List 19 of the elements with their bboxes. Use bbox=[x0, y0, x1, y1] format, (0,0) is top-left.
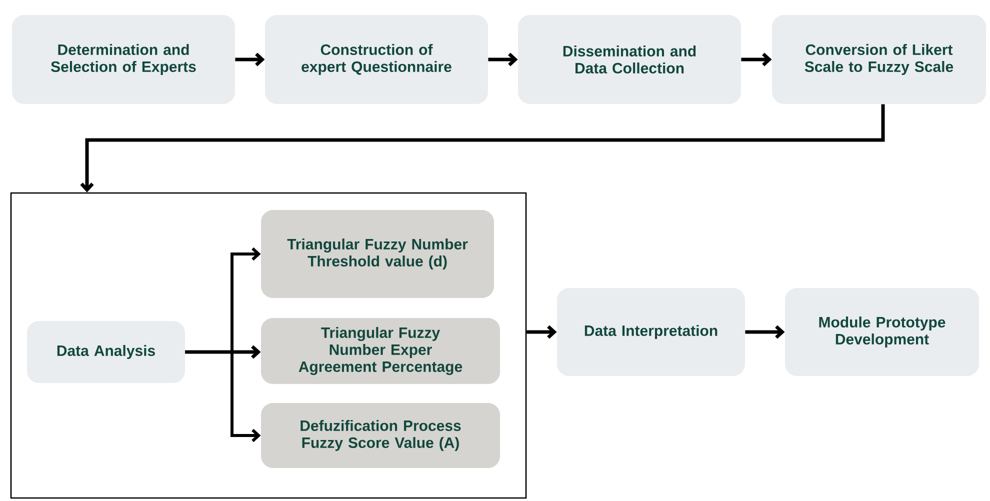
process-box: Conversion of Likert Scale to Fuzzy Scale bbox=[772, 15, 986, 104]
arrow bbox=[488, 52, 518, 66]
method-box: Triangular Fuzzy Number Exper Agreement Percentage bbox=[261, 318, 500, 384]
process-box: Data Analysis bbox=[27, 321, 185, 383]
arrow bbox=[745, 325, 785, 339]
process-box: Module Prototype Development bbox=[785, 288, 979, 376]
arrow bbox=[185, 350, 261, 442]
arrow bbox=[741, 52, 772, 66]
method-box: Triangular Fuzzy Number Threshold value (d) bbox=[261, 210, 494, 298]
group-frame bbox=[10, 192, 527, 499]
arrow bbox=[80, 104, 885, 192]
method-box: Defuzification Process Fuzzy Score Value (A) bbox=[261, 403, 500, 468]
process-box: Dissemination and Data Collection bbox=[518, 15, 741, 104]
arrow bbox=[185, 345, 261, 359]
arrow bbox=[526, 325, 557, 339]
process-box: Data Interpretation bbox=[557, 288, 745, 376]
process-box: Determination and Selection of Experts bbox=[12, 15, 235, 104]
arrow bbox=[235, 52, 265, 66]
process-box: Construction of expert Questionnaire bbox=[265, 15, 488, 104]
